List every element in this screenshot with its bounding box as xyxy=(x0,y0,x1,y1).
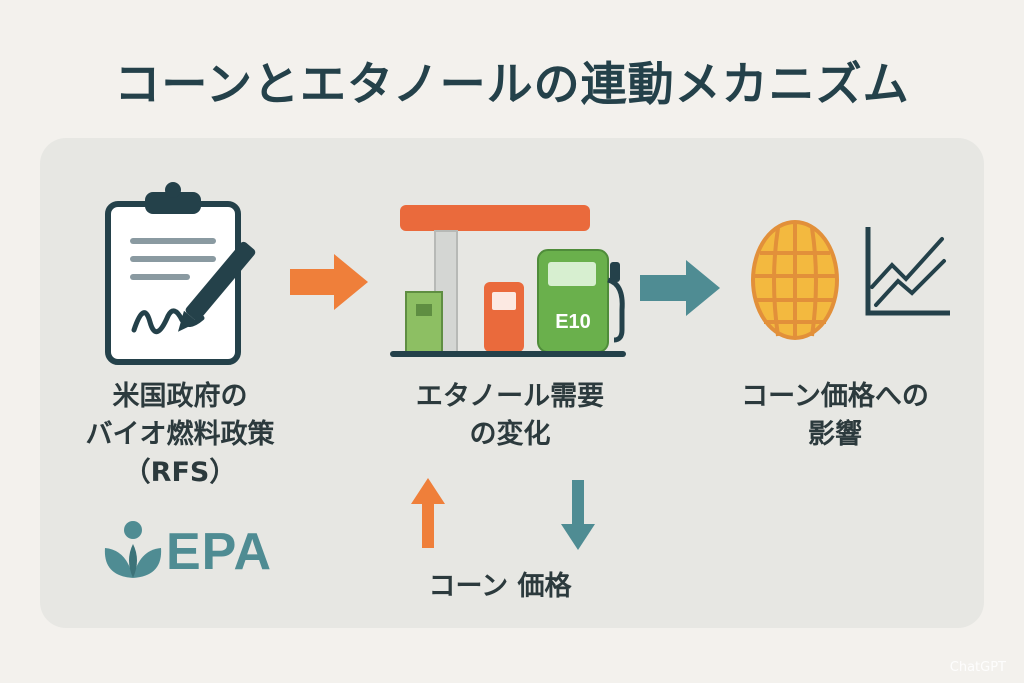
trend-chart-icon xyxy=(865,227,950,316)
epa-flower-icon xyxy=(104,521,162,578)
corn-price-label: コーン 価格 xyxy=(428,571,572,602)
step2-label: エタノール需要 の変化 xyxy=(415,381,605,450)
step1-label: 米国政府の バイオ燃料政策 （RFS） xyxy=(85,381,275,488)
arrow-down-icon xyxy=(561,480,595,550)
gas-station-icon: E10 xyxy=(390,205,626,357)
arrow-up-icon xyxy=(411,478,445,548)
clipboard-icon xyxy=(105,182,256,365)
page-title: コーンとエタノールの連動メカニズム xyxy=(114,57,910,111)
corn-icon xyxy=(751,220,839,340)
arrow-right-icon xyxy=(640,260,720,316)
step3-label: コーン価格への 影響 xyxy=(741,381,929,450)
watermark: ChatGPT xyxy=(949,660,1006,675)
epa-logo-text: EPA xyxy=(166,523,273,581)
arrow-right-icon xyxy=(290,254,368,310)
pump-e10-label: E10 xyxy=(555,311,591,333)
